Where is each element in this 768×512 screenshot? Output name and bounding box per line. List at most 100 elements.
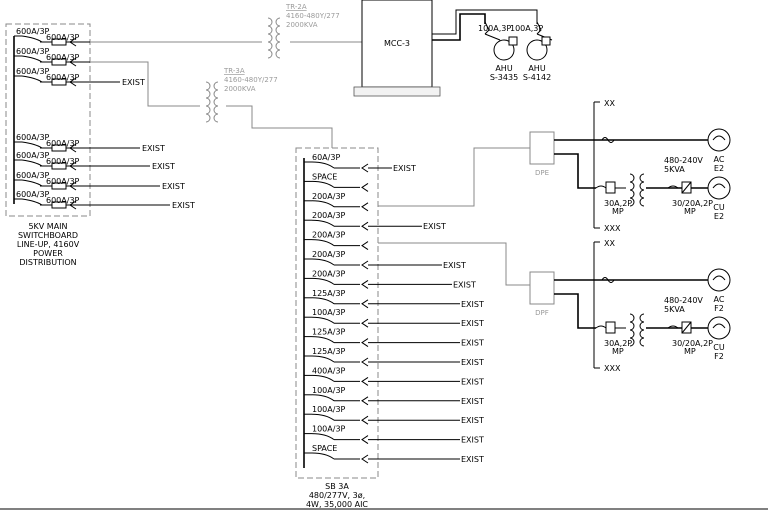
breaker-rating: 600A/3P	[16, 171, 50, 180]
draw-out-icon	[361, 454, 369, 464]
ahu-motor-icon	[493, 39, 515, 61]
breaker-arc	[311, 336, 335, 344]
draw-out-icon	[361, 357, 369, 367]
exist-tag: EXIST	[461, 358, 484, 367]
cu-label: E2	[714, 212, 724, 221]
breaker-arc	[667, 325, 679, 329]
circuit-tag: XXX	[604, 224, 621, 233]
draw-out-icon	[361, 241, 369, 251]
exist-tag: EXIST	[461, 436, 484, 445]
breaker-arc	[311, 219, 335, 227]
breaker-rating: 60A/3P	[312, 153, 340, 162]
exist-tag: EXIST	[393, 164, 416, 173]
exist-tag: EXIST	[423, 222, 446, 231]
exist-tag: EXIST	[461, 397, 484, 406]
breaker-rating: 200A/3P	[312, 231, 346, 240]
breaker-rating: MP	[612, 347, 624, 356]
ac-label: AC	[714, 295, 725, 304]
sb3a-breakers: 60A/3P EXIST SPACE 200A/3P 200A/3P EXIST 200A/…	[304, 153, 484, 464]
breaker-arc	[311, 297, 335, 305]
breaker-arc	[667, 185, 679, 189]
main-switchboard: 600A/3P600A/3P600A/3P600A/3P600A/3P600A/…	[5, 23, 195, 267]
breaker-arc	[311, 239, 335, 247]
panel-label: DPF	[535, 309, 549, 317]
circuit-tag: XX	[604, 239, 615, 248]
panel-box	[529, 131, 555, 165]
breaker-icon	[605, 321, 616, 334]
transformer-kva: 5KVA	[664, 305, 685, 314]
ahu-starter-icon	[508, 36, 518, 46]
draw-out-icon	[361, 202, 369, 212]
ac-unit-icon	[707, 268, 731, 292]
cu-label: CU	[713, 343, 725, 352]
breaker-arc	[311, 180, 335, 188]
switchboard-label-line: 5KV MAIN	[28, 222, 67, 231]
dpe-branch: DPEXXXXXACE230A,2PMP480-240V5KVA30/20A,2…	[529, 99, 731, 233]
breaker-arc	[311, 161, 335, 169]
exist-tag: EXIST	[461, 416, 484, 425]
breaker-rating: 600A/3P	[16, 27, 50, 36]
sb3a-label-line: 4W, 35,000 AIC	[306, 500, 368, 509]
sb3a-label-line: 480/277V, 3ø,	[309, 491, 365, 500]
ahu-breaker-label: 100A,3P	[478, 24, 511, 33]
breaker-rating: 30A,2P	[604, 339, 632, 348]
transformer-voltage: 4160-480Y/277	[286, 12, 340, 20]
breaker-arc	[21, 141, 43, 149]
breaker-rating: 600A/3P	[46, 33, 80, 42]
cu-unit-icon	[707, 176, 731, 200]
breaker-rating: 200A/3P	[312, 250, 346, 259]
ac-unit-icon	[707, 128, 731, 152]
transformer-tag: TR-3A	[223, 67, 245, 75]
breaker-rating: 600A/3P	[46, 139, 80, 148]
feeder-to-tr3a	[90, 61, 200, 107]
panel-box	[529, 271, 555, 305]
breaker-rating: 125A/3P	[312, 347, 346, 356]
ac-label: E2	[714, 164, 724, 173]
exist-tag: EXIST	[172, 201, 195, 210]
draw-out-icon	[361, 279, 369, 289]
mcc-base	[353, 86, 441, 97]
circuit-tag: XXX	[604, 364, 621, 373]
breaker-rating: 600A/3P	[16, 67, 50, 76]
breaker-arc	[311, 355, 335, 363]
breaker-slash	[681, 181, 692, 194]
breaker-rating: 200A/3P	[312, 192, 346, 201]
breaker-arc	[21, 179, 43, 187]
switchboard-label-line: LINE-UP, 4160V	[17, 240, 80, 249]
motor-symbol	[712, 275, 726, 281]
breaker-rating: 600A/3P	[46, 157, 80, 166]
transformer-kva: 2000KVA	[224, 85, 256, 93]
transformer-voltage: 480-240V	[664, 156, 703, 165]
draw-out-icon	[361, 376, 369, 386]
cu-unit-icon	[707, 316, 731, 340]
draw-out-icon	[361, 260, 369, 270]
switchboard-label: 5KV MAIN SWITCHBOARD LINE-UP, 4160V POWE…	[17, 222, 80, 267]
breaker-arc	[311, 452, 335, 460]
breaker-rating: SPACE	[312, 172, 337, 181]
branch-feeder	[554, 153, 596, 189]
breaker-rating: MP	[684, 347, 696, 356]
ahu-lead	[484, 33, 501, 41]
exist-tag: EXIST	[162, 182, 185, 191]
breaker-arc	[21, 159, 43, 167]
breaker-arc	[311, 413, 335, 421]
draw-out-icon	[361, 182, 369, 192]
ahu-label: AHU	[528, 64, 545, 73]
draw-out-icon	[361, 415, 369, 425]
dpf-branch: DPFXXXXXACF230A,2PMP480-240V5KVA30/20A,2…	[529, 239, 731, 373]
breaker-arc	[311, 316, 335, 324]
draw-out-icon	[361, 338, 369, 348]
breaker-arc	[21, 55, 43, 63]
cu-label: CU	[713, 203, 725, 212]
transformer-tag: TR-2A	[285, 3, 307, 11]
breaker-rating: 400A/3P	[312, 366, 346, 375]
exist-tag: EXIST	[461, 300, 484, 309]
breaker-rating: MP	[612, 207, 624, 216]
breaker-icon	[605, 181, 616, 194]
exist-tag: EXIST	[443, 261, 466, 270]
feeder-to-dpf	[378, 242, 530, 286]
breaker-rating: 100A/3P	[312, 425, 346, 434]
panel-label: DPE	[535, 169, 549, 177]
switchboard-breakers: 600A/3P600A/3P600A/3P600A/3P600A/3P600A/…	[14, 27, 195, 210]
